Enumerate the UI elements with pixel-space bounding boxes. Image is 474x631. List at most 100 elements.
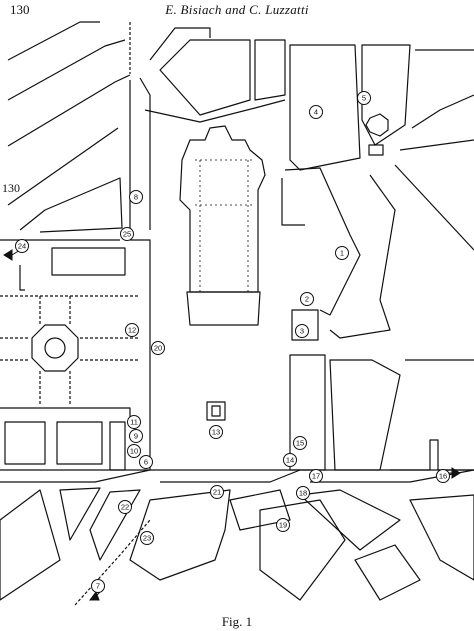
landmark-number: 11 — [130, 418, 138, 427]
landmark-number: 14 — [286, 456, 294, 465]
landmark-marker — [335, 246, 349, 260]
monument-outline — [206, 401, 226, 421]
landmark-number: 12 — [128, 326, 136, 335]
block-outline — [289, 44, 361, 171]
landmark-number: 20 — [154, 344, 162, 353]
block-outline — [51, 247, 126, 276]
monument-outline — [365, 113, 389, 137]
landmark-number: 21 — [213, 488, 221, 497]
landmark-marker — [293, 436, 307, 450]
landmark-marker — [129, 190, 143, 204]
cathedral-facade — [186, 291, 261, 326]
block-outline — [281, 178, 305, 226]
landmark-marker — [140, 531, 154, 545]
block-outline — [0, 489, 61, 601]
landmark-number: 16 — [439, 472, 447, 481]
landmark-marker — [436, 469, 450, 483]
landmark-number: 7 — [96, 582, 100, 591]
landmark-number: 13 — [212, 428, 220, 437]
block-outline — [284, 167, 361, 316]
landmark-marker — [129, 429, 143, 443]
page-number: 130 — [10, 2, 30, 17]
landmark-number: 17 — [312, 472, 320, 481]
street-outline — [160, 469, 301, 483]
landmark-number: 8 — [134, 193, 138, 202]
landmark-marker — [127, 415, 141, 429]
landmark-marker — [300, 292, 314, 306]
block-outline — [254, 39, 286, 101]
block-outline — [4, 421, 46, 465]
street-outline — [129, 80, 151, 470]
landmark-marker — [283, 453, 297, 467]
block-outline — [59, 487, 101, 541]
landmark-marker — [309, 105, 323, 119]
street-outline — [139, 77, 151, 230]
street-outline — [7, 74, 131, 147]
landmark-number: 4 — [314, 108, 318, 117]
landmark-marker — [120, 227, 134, 241]
landmark-marker — [209, 425, 223, 439]
landmark-number: 2 — [305, 295, 309, 304]
block-outline — [411, 94, 474, 129]
landmark-marker — [151, 341, 165, 355]
block-outline — [259, 499, 346, 601]
landmark-marker — [357, 91, 371, 105]
landmark-number: 3 — [300, 327, 304, 336]
landmark-marker — [15, 239, 29, 253]
landmark-marker — [125, 323, 139, 337]
block-outline — [329, 174, 396, 339]
block-outline — [149, 27, 211, 61]
street-outline — [7, 21, 100, 61]
landmark-marker — [210, 485, 224, 499]
piazza-fountain — [44, 337, 66, 359]
landmark-marker — [127, 444, 141, 458]
landmark-number: 15 — [296, 439, 304, 448]
arrow-left-icon — [3, 249, 21, 261]
landmark-number: 10 — [130, 447, 138, 456]
block-outline — [19, 265, 25, 291]
block-outline — [394, 164, 474, 251]
landmark-number: 22 — [121, 503, 129, 512]
cathedral-outline — [179, 125, 266, 293]
figure-caption: Fig. 1 — [221, 614, 253, 629]
landmark-marker — [91, 579, 105, 593]
block-outline — [159, 39, 251, 116]
landmark-number: 5 — [362, 94, 366, 103]
landmark-number: 6 — [144, 458, 148, 467]
block-outline — [299, 489, 401, 551]
running-head: E. Bisiach and C. Luzzatti — [165, 2, 309, 17]
landmark-number: 18 — [299, 489, 307, 498]
landmark-marker — [295, 324, 309, 338]
block-outline — [129, 489, 231, 581]
block-outline — [89, 489, 141, 561]
margin-mark: 130 — [2, 181, 20, 195]
block-outline — [354, 544, 421, 601]
block-outline — [399, 139, 474, 151]
block-outline — [390, 439, 474, 471]
block-outline — [289, 354, 326, 471]
street-outline — [0, 407, 140, 421]
landmark-marker — [118, 500, 132, 514]
promenade-outline — [0, 295, 140, 405]
small-block — [368, 144, 384, 156]
cathedral-detail — [195, 159, 252, 292]
street-outline — [0, 469, 151, 483]
landmark-number: 1 — [340, 249, 344, 258]
block-outline — [409, 494, 474, 581]
block-outline — [144, 99, 286, 123]
landmark-marker — [309, 469, 323, 483]
landmark-number: 19 — [279, 521, 287, 530]
block-outline — [361, 44, 411, 146]
landmark-marker — [139, 455, 153, 469]
street-outline — [7, 127, 119, 206]
monument-inner — [211, 405, 221, 417]
block-outline — [329, 359, 401, 471]
block-outline — [19, 177, 123, 233]
landmark-marker — [296, 486, 310, 500]
block-outline — [291, 309, 319, 341]
landmark-number: 25 — [123, 230, 131, 239]
piazza-octagon — [31, 324, 79, 372]
landmark-marker — [276, 518, 290, 532]
block-outline — [229, 489, 291, 531]
